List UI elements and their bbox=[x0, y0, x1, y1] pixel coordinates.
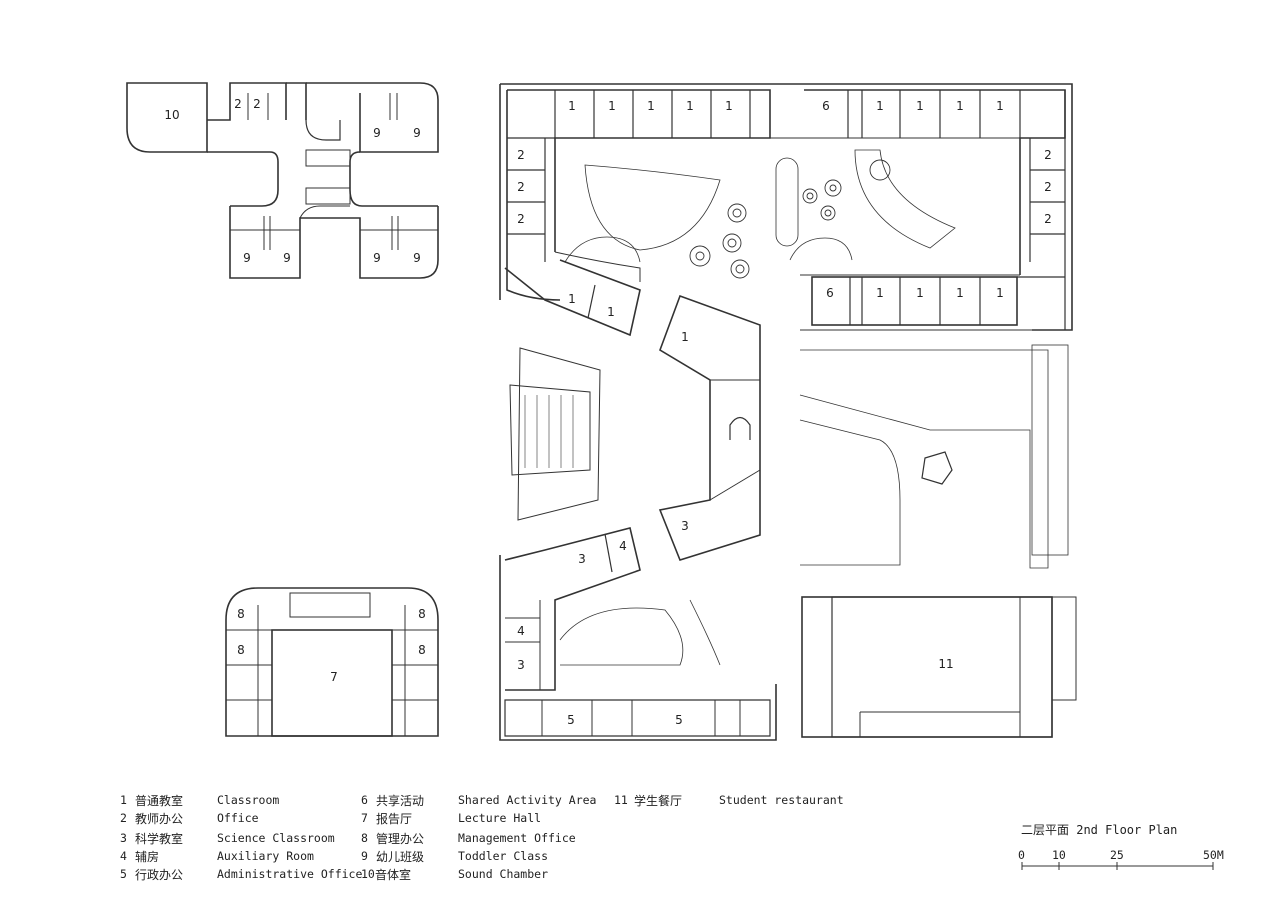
room-label-classroom: 1 bbox=[647, 99, 655, 113]
legend-item-en: Management Office bbox=[458, 831, 576, 845]
room-label-toddler-class: 9 bbox=[373, 251, 381, 265]
room-label-toddler-class: 9 bbox=[373, 126, 381, 140]
room-label-auxiliary: 4 bbox=[517, 624, 525, 638]
room-label-office: 2 bbox=[234, 97, 242, 111]
room-label-lecture-hall: 7 bbox=[330, 670, 338, 684]
plan-title: 二层平面 2nd Floor Plan bbox=[1021, 823, 1178, 837]
room-label-classroom: 1 bbox=[876, 99, 884, 113]
room-label-restaurant: 11 bbox=[938, 657, 953, 671]
legend-item-en: Auxiliary Room bbox=[217, 849, 314, 863]
room-label-admin-office: 5 bbox=[675, 713, 683, 727]
scale-label: 0 bbox=[1018, 848, 1025, 862]
legend-item-zh: 科学教室 bbox=[135, 832, 184, 846]
room-label-sound-chamber: 10 bbox=[164, 108, 179, 122]
room-label-toddler-class: 9 bbox=[283, 251, 291, 265]
legend-item: 6 bbox=[361, 793, 368, 807]
room-label-classroom: 1 bbox=[956, 286, 964, 300]
room-label-shared-activity: 6 bbox=[822, 99, 830, 113]
room-label-classroom: 1 bbox=[725, 99, 733, 113]
legend-item-zh: 共享活动 bbox=[376, 794, 425, 808]
room-label-management-office: 8 bbox=[237, 643, 245, 657]
room-label-classroom: 1 bbox=[916, 99, 924, 113]
legend-item-zh: 报告厅 bbox=[376, 812, 413, 826]
legend-item-zh: 音体室 bbox=[375, 868, 412, 882]
main-school-building bbox=[499, 83, 1077, 741]
room-label-management-office: 8 bbox=[237, 607, 245, 621]
room-label-classroom: 1 bbox=[607, 305, 615, 319]
legend-item: 1 bbox=[120, 793, 127, 807]
room-label-classroom: 1 bbox=[686, 99, 694, 113]
room-label-office: 2 bbox=[1044, 148, 1052, 162]
legend-item-zh: 管理办公 bbox=[376, 832, 425, 846]
room-label-classroom: 1 bbox=[568, 99, 576, 113]
legend-item: 4 bbox=[120, 849, 127, 863]
courtyard-planters bbox=[689, 159, 891, 279]
room-label-classroom: 1 bbox=[996, 286, 1004, 300]
room-label-office: 2 bbox=[1044, 212, 1052, 226]
legend-item: 10 bbox=[361, 867, 375, 881]
room-label-management-office: 8 bbox=[418, 643, 426, 657]
room-label-shared-activity: 6 bbox=[826, 286, 834, 300]
legend-item: 9 bbox=[361, 849, 368, 863]
room-label-management-office: 8 bbox=[418, 607, 426, 621]
legend-item: 3 bbox=[120, 831, 127, 845]
room-label-toddler-class: 9 bbox=[413, 251, 421, 265]
legend-item-en: Toddler Class bbox=[458, 849, 549, 863]
lecture-hall-wing bbox=[225, 587, 439, 737]
legend-item-zh: 学生餐厅 bbox=[634, 794, 683, 808]
legend-item-en: Administrative Office bbox=[217, 867, 363, 881]
room-label-office: 2 bbox=[517, 212, 525, 226]
legend-item: 5 bbox=[120, 867, 127, 881]
room-label-admin-office: 5 bbox=[567, 713, 575, 727]
courtyard-features bbox=[559, 149, 956, 666]
legend-item-zh: 行政办公 bbox=[135, 868, 184, 882]
legend-item-en: Shared Activity Area bbox=[458, 793, 597, 807]
room-label-classroom: 1 bbox=[681, 330, 689, 344]
room-label-office: 2 bbox=[517, 148, 525, 162]
room-label-classroom: 1 bbox=[916, 286, 924, 300]
room-label-classroom: 1 bbox=[876, 286, 884, 300]
kindergarten-wing bbox=[126, 82, 439, 279]
legend-item-en: Classroom bbox=[217, 793, 280, 807]
legend-item: 11 bbox=[614, 793, 628, 807]
legend-item-zh: 教师办公 bbox=[135, 812, 184, 826]
room-label-office: 2 bbox=[1044, 180, 1052, 194]
room-label-science-classroom: 3 bbox=[517, 658, 525, 672]
legend-item-en: Science Classroom bbox=[217, 831, 335, 845]
scale-label: 25 bbox=[1110, 848, 1124, 862]
room-label-office: 2 bbox=[517, 180, 525, 194]
scale-bar bbox=[1021, 862, 1214, 870]
room-label-auxiliary: 4 bbox=[619, 539, 627, 553]
legend-item-en: Office bbox=[217, 811, 259, 825]
room-label-classroom: 1 bbox=[608, 99, 616, 113]
legend-item-zh: 幼儿班级 bbox=[376, 850, 425, 864]
legend-item-zh: 辅房 bbox=[135, 850, 160, 864]
room-label-office: 2 bbox=[253, 97, 261, 111]
scale-label: 10 bbox=[1052, 848, 1066, 862]
legend-item: 8 bbox=[361, 831, 368, 845]
room-label-toddler-class: 9 bbox=[243, 251, 251, 265]
room-label-classroom: 1 bbox=[956, 99, 964, 113]
room-label-science-classroom: 3 bbox=[578, 552, 586, 566]
scale-label: 50M bbox=[1203, 848, 1224, 862]
room-label-toddler-class: 9 bbox=[413, 126, 421, 140]
legend-item-zh: 普通教室 bbox=[135, 794, 184, 808]
room-label-science-classroom: 3 bbox=[681, 519, 689, 533]
legend-item: 7 bbox=[361, 811, 368, 825]
legend-item-en: Sound Chamber bbox=[458, 867, 549, 881]
room-label-classroom: 1 bbox=[996, 99, 1004, 113]
legend-item-en: Lecture Hall bbox=[458, 811, 542, 825]
legend-item-en: Student restaurant bbox=[719, 793, 844, 807]
legend-item: 2 bbox=[120, 811, 127, 825]
room-label-classroom: 1 bbox=[568, 292, 576, 306]
